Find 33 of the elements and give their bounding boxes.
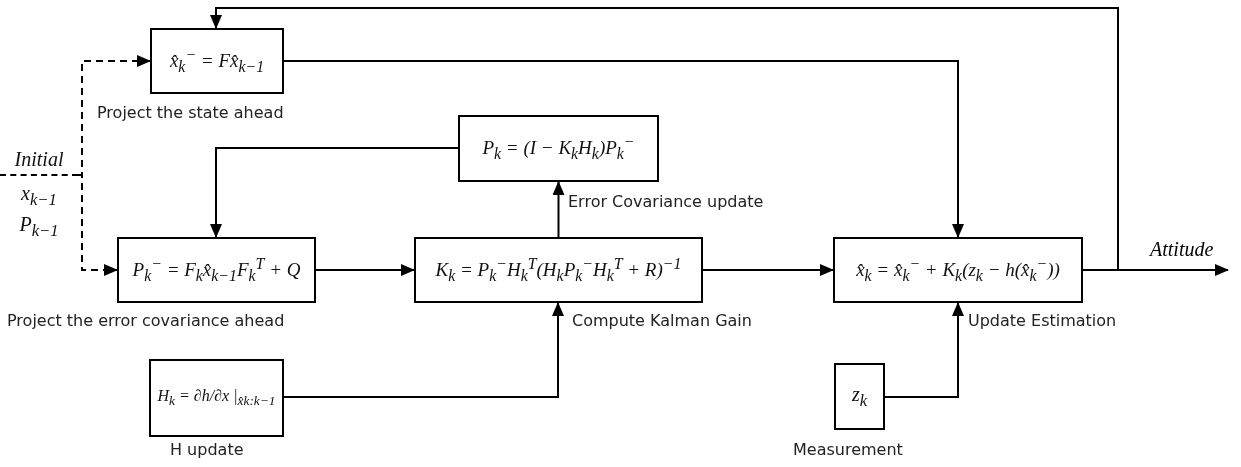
formula-box [834, 363, 885, 430]
step-caption: Error Covariance update [568, 192, 764, 211]
step-caption: Measurement [793, 440, 903, 459]
arrow [210, 147, 459, 238]
formula: x̂$_{k}$$^{−}$ = Fx̂$_{k−1}$ [169, 45, 265, 77]
initial-variable: P$_{k−1}$ [19, 211, 59, 242]
formula-box [149, 359, 284, 437]
initial-label: Initial [0, 146, 78, 176]
step-caption: Project the state ahead [97, 103, 284, 122]
arrow [77, 174, 118, 276]
formula: x̂$_{k}$ = x̂$_{k}$$^{−}$ + K$_{k}$(z$_{k}$ − h(x̂$_{k}$$^{−}$)) [856, 254, 1060, 286]
arrow [283, 60, 964, 238]
initial-variable: x$_{k−1}$ [21, 181, 57, 211]
step-caption: H update [170, 440, 244, 459]
formula: P$_{k}$$^{−}$ = F$_{k}$x̂$_{k−1}$F$_{k}$$^{T}$ + Q [132, 254, 301, 286]
step-caption: Project the error covariance ahead [7, 311, 285, 330]
arrow [702, 264, 834, 276]
arrow [1082, 264, 1229, 276]
formula: H$_{k}$ = ∂h/∂x |$_{x̂k:k−1}$ [157, 386, 276, 410]
arrow [315, 264, 415, 276]
formula-box [833, 237, 1083, 303]
formula-box [150, 28, 284, 94]
formula-box [414, 237, 703, 303]
arrow [884, 302, 964, 398]
formula: z$_{k}$ [851, 382, 868, 411]
formula: K$_{k}$ = P$_{k}$$^{−}$H$_{k}$$^{T}$(H$_{k}$P$_{k}$$^{−}$H$_{k}$$^{T}$ + R)$^{−1}$ [435, 254, 682, 286]
formula-box [458, 115, 659, 182]
step-caption: Update Estimation [968, 311, 1117, 330]
arrow [283, 302, 564, 398]
formula-box [117, 237, 316, 303]
step-caption: Compute Kalman Gain [572, 311, 752, 330]
arrow [210, 7, 1119, 271]
arrow [552, 181, 565, 238]
